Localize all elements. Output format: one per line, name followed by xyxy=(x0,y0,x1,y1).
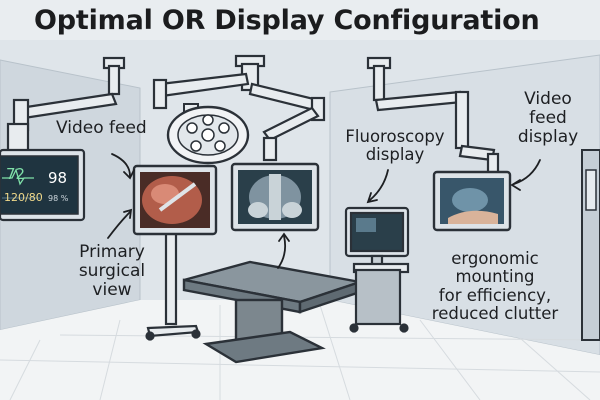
annotation-arrows xyxy=(107,153,541,269)
label-fluoro-line1: Fluoroscopy xyxy=(345,127,445,146)
left-ceiling-boom xyxy=(6,56,126,156)
label-fluoroscopy-display: Fluoroscopy display xyxy=(336,127,454,165)
vitals-spo2: 98 xyxy=(48,169,68,187)
label-primary-surgical-view: Primary surgical view xyxy=(62,242,162,301)
label-ergo-line3: for efficiency, xyxy=(438,285,552,305)
label-primary-line2: surgical view xyxy=(78,261,146,301)
page-title: Optimal OR Display Configuration xyxy=(34,5,540,36)
label-ergo-line2: mounting xyxy=(455,267,535,287)
label-video-feed-display-right: Video feed display xyxy=(498,89,598,148)
primary-surgical-monitor xyxy=(132,164,218,236)
label-video-right-line1: Video xyxy=(524,89,572,109)
label-ergonomic-mounting: ergonomic mounting for efficiency, reduc… xyxy=(425,249,565,324)
right-ceiling-boom xyxy=(366,56,500,178)
label-video-feed-left: Video feed xyxy=(56,118,147,138)
right-video-monitor xyxy=(432,170,512,232)
vitals-heart-rate: 72 xyxy=(6,165,26,183)
xray-monitor xyxy=(230,162,320,232)
label-primary-line1: Primary xyxy=(79,242,145,262)
label-ergo-line4: reduced clutter xyxy=(431,304,559,324)
operating-table xyxy=(182,260,362,364)
door xyxy=(581,149,600,341)
vitals-blood-pressure: 120/80 xyxy=(4,191,43,204)
fluoroscopy-cart xyxy=(344,206,410,333)
label-fluoro-line2: display xyxy=(365,145,425,165)
vitals-spo2-percent: 98 % xyxy=(48,194,69,203)
label-video-right-line3: display xyxy=(517,127,579,148)
label-ergo-line1: ergonomic xyxy=(451,249,539,268)
center-ceiling-boom xyxy=(152,54,326,162)
surgical-light xyxy=(166,103,250,165)
label-video-right-line2: feed xyxy=(529,108,567,129)
vitals-monitor xyxy=(0,148,86,222)
